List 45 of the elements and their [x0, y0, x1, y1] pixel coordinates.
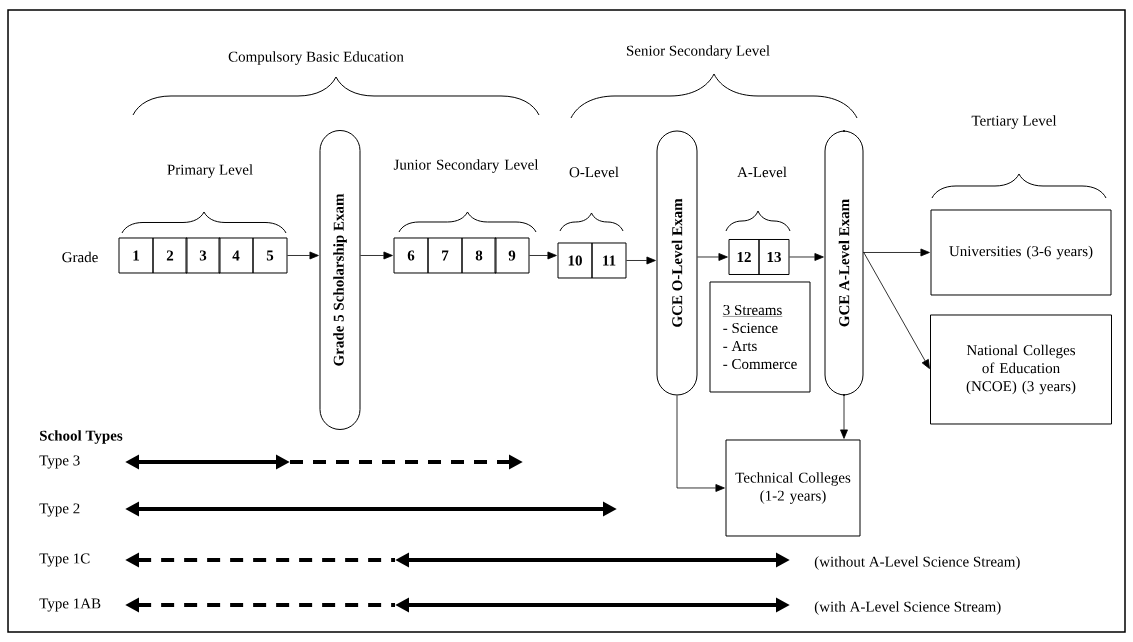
arrow [676, 395, 725, 492]
section-label: Tertiary Level [971, 115, 1057, 129]
grade-box: 12 [728, 239, 760, 275]
arrow [626, 256, 656, 265]
label: Type 2 [39, 503, 80, 517]
label: O-Level [569, 166, 619, 178]
grade-box: 11 [591, 242, 627, 279]
arrow [287, 251, 319, 260]
exam-pill: Grade 5 Scholarship Exam [319, 130, 361, 430]
grade-box: 3 [185, 237, 221, 274]
grade-box: 9 [494, 237, 530, 274]
institution-box: National Colleges of Education (NCOE) (3 years) [930, 314, 1112, 425]
grade-box: 5 [252, 237, 288, 274]
grade-box: 10 [557, 242, 593, 279]
arrow [863, 251, 930, 369]
arrow [529, 251, 557, 260]
exam-pill: GCE O-Level Exam [656, 130, 698, 396]
label: A-Level [737, 166, 787, 178]
grade-box: 7 [427, 237, 463, 274]
label: Junior Secondary Level [393, 159, 539, 173]
grade-box: 6 [393, 237, 429, 274]
grade-box: 2 [152, 237, 188, 274]
label: Primary Level [167, 164, 253, 178]
label: Type 3 [39, 455, 80, 469]
streams-box: 3 Streams - Science - Arts - Commerce [709, 281, 811, 393]
grade-box: 4 [218, 237, 254, 274]
label: (without A-Level Science Stream) [814, 556, 1020, 570]
arrow [697, 253, 728, 261]
grade-box: 8 [461, 237, 497, 274]
institution-box: Universities (3-6 years) [930, 209, 1112, 296]
label: Grade [62, 251, 98, 263]
section-label: Senior Secondary Level [626, 45, 770, 59]
arrow [360, 251, 393, 260]
legend-heading: School Types [40, 430, 123, 444]
arrow [863, 248, 930, 257]
arrow [789, 253, 824, 261]
label: Type 1C [39, 553, 90, 567]
institution-box: Technical Colleges (1-2 years) [725, 439, 861, 537]
grade-box: 1 [118, 237, 154, 274]
section-label: Compulsory Basic Education [228, 51, 404, 65]
exam-pill: GCE A-Level Exam [824, 130, 864, 396]
label: (with A-Level Science Stream) [814, 601, 1001, 615]
label: Type 1AB [39, 598, 101, 612]
arrow [840, 395, 848, 439]
grade-box: 13 [758, 239, 790, 275]
